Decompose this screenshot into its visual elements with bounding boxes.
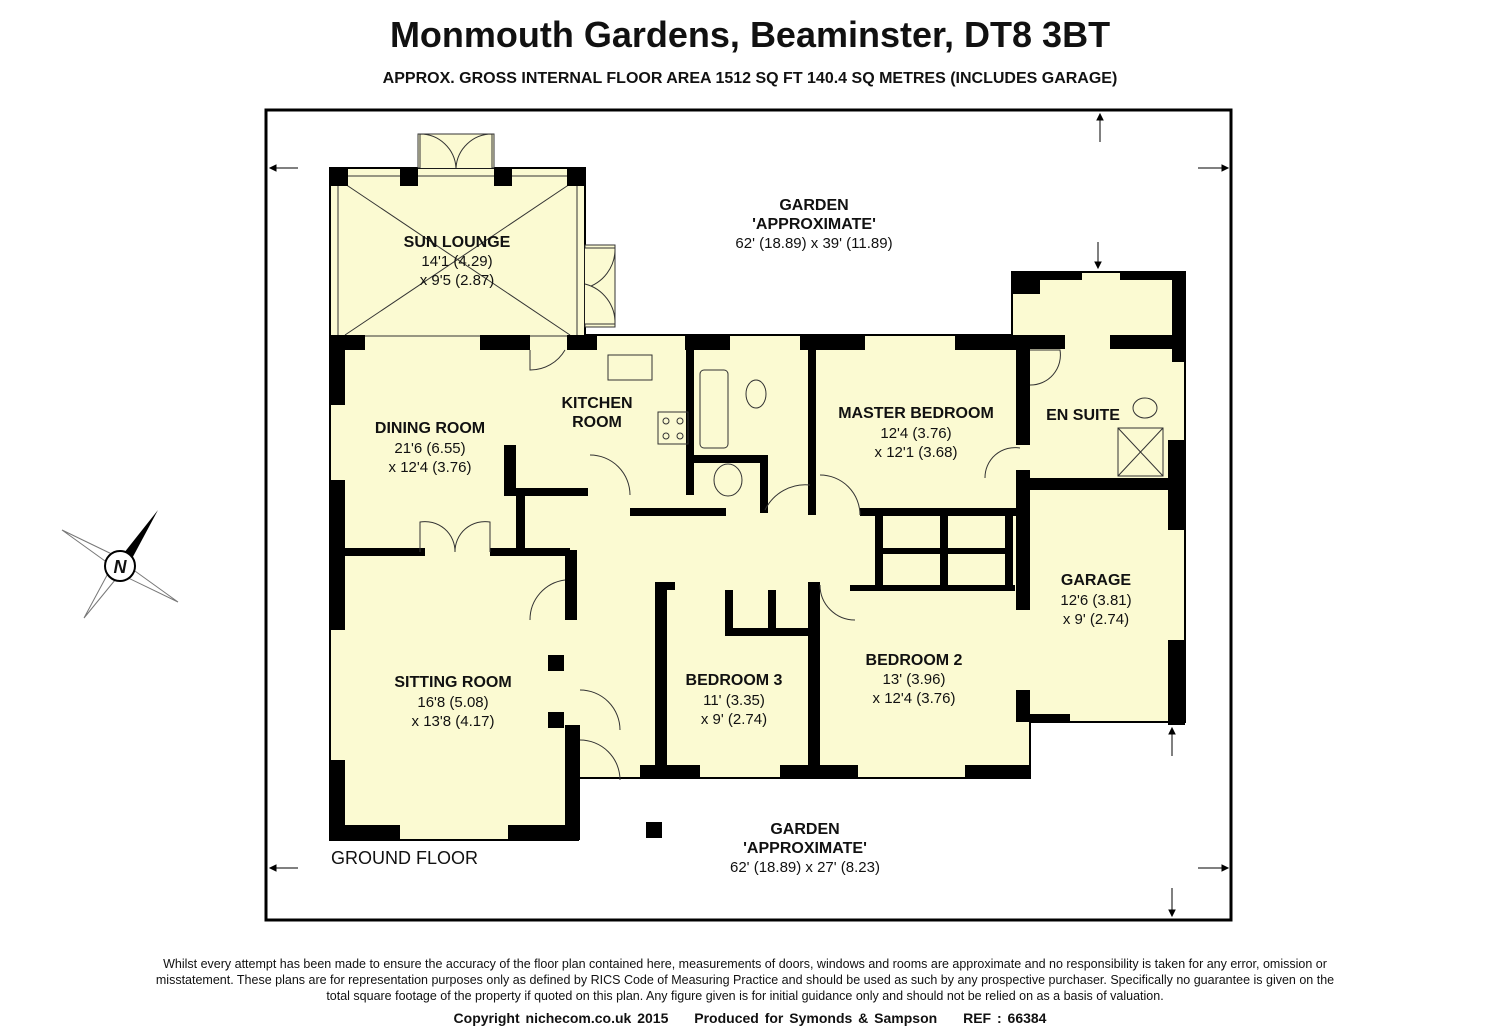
reference: REF : 66384 bbox=[963, 1010, 1047, 1026]
svg-text:GARDEN: GARDEN bbox=[770, 821, 839, 838]
svg-text:MASTER BEDROOM: MASTER BEDROOM bbox=[838, 405, 994, 422]
room-bedroom-2: BEDROOM 2 13' (3.96) x 12'4 (3.76) bbox=[866, 652, 963, 707]
svg-text:N: N bbox=[114, 557, 128, 577]
svg-text:11' (3.35): 11' (3.35) bbox=[703, 692, 765, 709]
svg-text:12'4 (3.76): 12'4 (3.76) bbox=[880, 425, 951, 442]
svg-text:SUN LOUNGE: SUN LOUNGE bbox=[404, 234, 511, 251]
svg-text:EN SUITE: EN SUITE bbox=[1046, 407, 1120, 424]
garden-front: GARDEN 'APPROXIMATE' 62' (18.89) x 27' (… bbox=[730, 821, 880, 876]
svg-text:x 13'8 (4.17): x 13'8 (4.17) bbox=[412, 713, 495, 730]
svg-text:DINING ROOM: DINING ROOM bbox=[375, 420, 485, 437]
basin-icon bbox=[713, 463, 743, 497]
svg-text:14'1 (4.29): 14'1 (4.29) bbox=[421, 253, 492, 270]
produced-for: Produced for Symonds & Sampson bbox=[694, 1010, 938, 1026]
svg-text:x 9' (2.74): x 9' (2.74) bbox=[701, 711, 767, 728]
svg-text:'APPROXIMATE': 'APPROXIMATE' bbox=[743, 840, 867, 857]
svg-text:13' (3.96): 13' (3.96) bbox=[883, 671, 946, 688]
svg-text:BEDROOM 2: BEDROOM 2 bbox=[866, 652, 963, 669]
svg-text:x 12'1 (3.68): x 12'1 (3.68) bbox=[875, 444, 958, 461]
svg-text:KITCHEN: KITCHEN bbox=[561, 395, 632, 412]
svg-text:16'8 (5.08): 16'8 (5.08) bbox=[417, 694, 488, 711]
shower-icon bbox=[1117, 427, 1164, 477]
room-garage: GARAGE 12'6 (3.81) x 9' (2.74) bbox=[1060, 572, 1131, 628]
disclaimer: Whilst every attempt has been made to en… bbox=[155, 957, 1335, 1003]
walls bbox=[330, 168, 1185, 840]
toilet-icon bbox=[745, 379, 767, 409]
svg-text:'APPROXIMATE': 'APPROXIMATE' bbox=[752, 216, 876, 233]
svg-text:GARAGE: GARAGE bbox=[1061, 572, 1132, 589]
fittings bbox=[419, 349, 1164, 781]
compass-icon: N bbox=[61, 510, 179, 619]
svg-text:SITTING ROOM: SITTING ROOM bbox=[394, 674, 511, 691]
copyright-line: Copyright nichecom.co.uk 2015 Produced f… bbox=[0, 1010, 1500, 1026]
svg-text:62' (18.89) x 27' (8.23): 62' (18.89) x 27' (8.23) bbox=[730, 859, 880, 876]
room-kitchen: KITCHEN ROOM bbox=[561, 395, 632, 431]
svg-text:x 9' (2.74): x 9' (2.74) bbox=[1063, 611, 1129, 628]
room-en-suite: EN SUITE bbox=[1046, 407, 1120, 424]
room-bedroom-3: BEDROOM 3 11' (3.35) x 9' (2.74) bbox=[686, 672, 783, 728]
plot-boundary bbox=[264, 108, 1233, 922]
floor-area-subtitle: APPROX. GROSS INTERNAL FLOOR AREA 1512 S… bbox=[382, 70, 1118, 87]
svg-text:62' (18.89) x 39' (11.89): 62' (18.89) x 39' (11.89) bbox=[735, 235, 892, 252]
page-title: Monmouth Gardens, Beaminster, DT8 3BT bbox=[389, 14, 1111, 55]
room-sitting-room: SITTING ROOM 16'8 (5.08) x 13'8 (4.17) bbox=[394, 674, 511, 730]
room-sun-lounge: SUN LOUNGE 14'1 (4.29) x 9'5 (2.87) bbox=[404, 234, 511, 289]
room-master-bedroom: MASTER BEDROOM 12'4 (3.76) x 12'1 (3.68) bbox=[838, 405, 994, 461]
svg-text:ROOM: ROOM bbox=[572, 414, 622, 431]
room-dining-room: DINING ROOM 21'6 (6.55) x 12'4 (3.76) bbox=[375, 420, 485, 476]
svg-text:12'6 (3.81): 12'6 (3.81) bbox=[1060, 592, 1131, 609]
sink-icon bbox=[607, 354, 653, 381]
copyright: Copyright nichecom.co.uk 2015 bbox=[453, 1010, 669, 1026]
hob-icon bbox=[657, 411, 689, 445]
floor-label: GROUND FLOOR bbox=[331, 848, 478, 868]
sun-lounge-roof-lines bbox=[337, 175, 578, 337]
garden-rear: GARDEN 'APPROXIMATE' 62' (18.89) x 39' (… bbox=[735, 197, 892, 252]
svg-text:21'6 (6.55): 21'6 (6.55) bbox=[394, 440, 465, 457]
svg-text:BEDROOM 3: BEDROOM 3 bbox=[686, 672, 783, 689]
french-doors bbox=[417, 133, 616, 328]
bath-icon bbox=[699, 369, 729, 449]
boundary-arrows bbox=[268, 112, 1230, 918]
svg-text:x 12'4 (3.76): x 12'4 (3.76) bbox=[389, 459, 472, 476]
svg-text:x 9'5 (2.87): x 9'5 (2.87) bbox=[420, 272, 495, 289]
svg-text:x 12'4 (3.76): x 12'4 (3.76) bbox=[873, 690, 956, 707]
svg-text:GARDEN: GARDEN bbox=[779, 197, 848, 214]
